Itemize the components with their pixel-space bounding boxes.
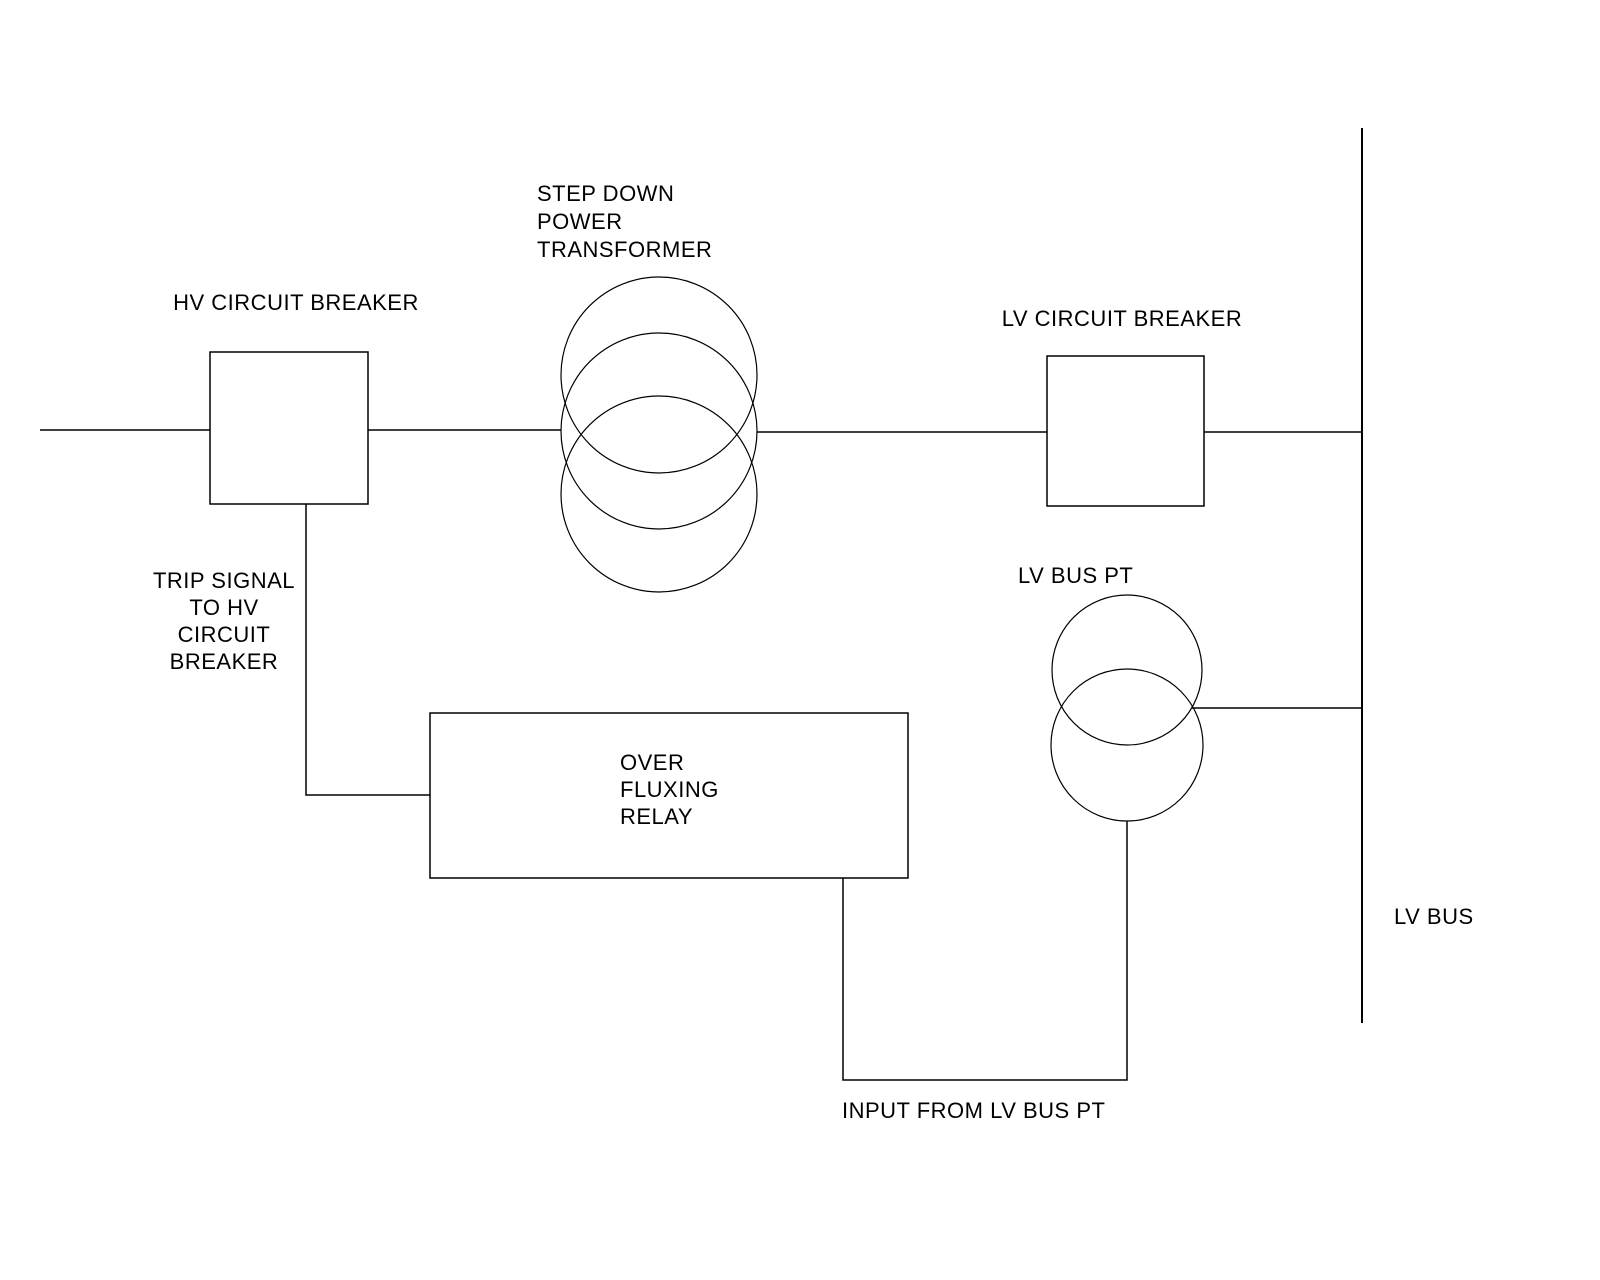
svg-text:CIRCUIT: CIRCUIT [178, 622, 271, 647]
pt-coil-top [1051, 594, 1203, 746]
svg-text:STEP DOWN: STEP DOWN [537, 181, 674, 206]
hv-circuit-breaker-symbol [209, 351, 369, 505]
lv-bus-label: LV BUS [1394, 904, 1474, 929]
transformer-coil-top [560, 276, 758, 474]
svg-text:OVER: OVER [620, 750, 684, 775]
over-fluxing-relay-symbol [429, 712, 909, 879]
trip-signal-label: TRIP SIGNAL TO HV CIRCUIT BREAKER [153, 568, 295, 674]
svg-text:FLUXING: FLUXING [620, 777, 719, 802]
step-down-transformer-symbol [560, 276, 758, 593]
svg-text:POWER: POWER [537, 209, 623, 234]
svg-text:TRANSFORMER: TRANSFORMER [537, 237, 712, 262]
transformer-label: STEP DOWN POWER TRANSFORMER [537, 181, 712, 262]
relay-label: OVER FLUXING RELAY [620, 750, 719, 829]
svg-text:RELAY: RELAY [620, 804, 693, 829]
svg-text:TO HV: TO HV [189, 595, 258, 620]
trip-signal-wire [305, 504, 430, 796]
lv-breaker-label: LV CIRCUIT BREAKER [1002, 306, 1242, 331]
hv-breaker-label: HV CIRCUIT BREAKER [173, 290, 419, 315]
svg-text:TRIP SIGNAL: TRIP SIGNAL [153, 568, 295, 593]
input-from-pt-label: INPUT FROM LV BUS PT [842, 1098, 1105, 1123]
relay-input-wire [842, 821, 1128, 1081]
pt-coil-bottom [1050, 668, 1204, 822]
transformer-coil-bottom [560, 395, 758, 593]
lv-bus-pt-symbol [1050, 594, 1204, 822]
lv-circuit-breaker-symbol [1046, 355, 1205, 507]
svg-text:BREAKER: BREAKER [170, 649, 279, 674]
lv-bus-pt-label: LV BUS PT [1018, 563, 1133, 588]
transformer-coil-middle [560, 332, 758, 530]
